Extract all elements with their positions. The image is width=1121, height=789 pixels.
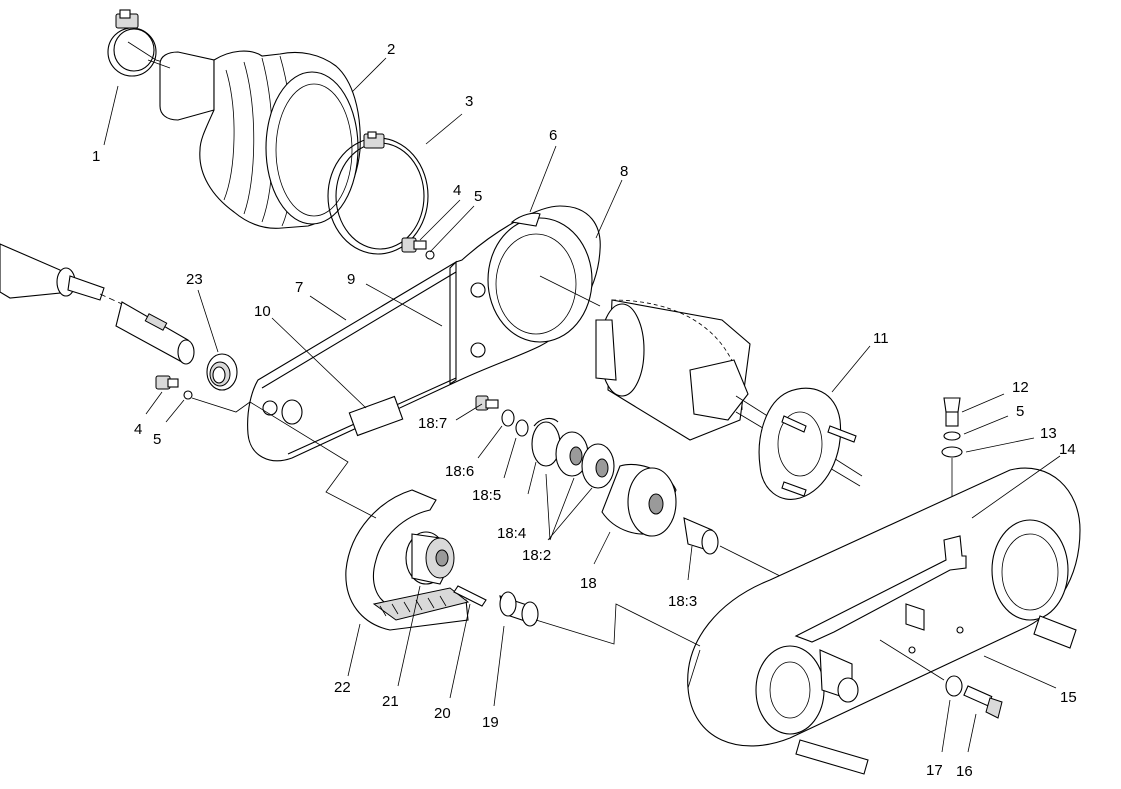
part-bolt-upper (401, 237, 435, 260)
part-sprocket (405, 531, 455, 585)
callout-18-4: 18:4 (497, 525, 526, 542)
callout-6: 6 (549, 127, 557, 144)
callout-15: 15 (1060, 689, 1077, 706)
part-bolt-lower (155, 375, 251, 413)
callout-9: 9 (347, 271, 355, 288)
callout-18-5: 18:5 (472, 487, 501, 504)
callout-1: 1 (92, 148, 100, 165)
callout-5-lower: 5 (153, 431, 161, 448)
part-chain-cover (247, 205, 601, 462)
callout-12: 12 (1012, 379, 1029, 396)
callout-4-upper: 4 (453, 182, 461, 199)
callout-16: 16 (956, 763, 973, 780)
callout-18-2: 18:2 (522, 547, 551, 564)
part-drive-drum (595, 299, 863, 487)
callout-22: 22 (334, 679, 351, 696)
callout-20: 20 (434, 705, 451, 722)
callout-13: 13 (1040, 425, 1057, 442)
callout-5-upper: 5 (474, 188, 482, 205)
part-bolt-bottom (945, 675, 1003, 719)
callout-7: 7 (295, 279, 303, 296)
part-bearing-stack (475, 395, 781, 577)
part-chain-loop (345, 489, 470, 631)
callout-10: 10 (254, 303, 271, 320)
part-drive-shaft (0, 243, 195, 365)
part-key (453, 585, 487, 607)
callout-8: 8 (620, 163, 628, 180)
part-hose-clamp-large (327, 131, 429, 255)
part-flange-plate (758, 387, 857, 500)
part-bellows-boot (159, 50, 361, 229)
part-main-housing (687, 467, 1081, 775)
callout-3: 3 (465, 93, 473, 110)
callout-18: 18 (580, 575, 597, 592)
callout-17: 17 (926, 762, 943, 779)
callout-labels: 1 2 3 4 5 6 8 23 7 9 10 11 12 5 13 14 4 … (92, 41, 1077, 780)
part-seal-ring (206, 353, 238, 391)
callout-4-lower: 4 (134, 421, 142, 438)
part-bushing (499, 591, 539, 627)
callout-21: 21 (382, 693, 399, 710)
callout-5-right: 5 (1016, 403, 1024, 420)
callout-14: 14 (1059, 441, 1076, 458)
callout-23: 23 (186, 271, 203, 288)
callout-18-6: 18:6 (445, 463, 474, 480)
leader-lines (103, 57, 1061, 753)
callout-2: 2 (387, 41, 395, 58)
assembly-lines (147, 59, 945, 681)
callout-18-7: 18:7 (418, 415, 447, 432)
callout-18-3: 18:3 (668, 593, 697, 610)
part-hose-clamp-small (107, 9, 177, 77)
callout-11: 11 (873, 330, 889, 347)
callout-19: 19 (482, 714, 499, 731)
